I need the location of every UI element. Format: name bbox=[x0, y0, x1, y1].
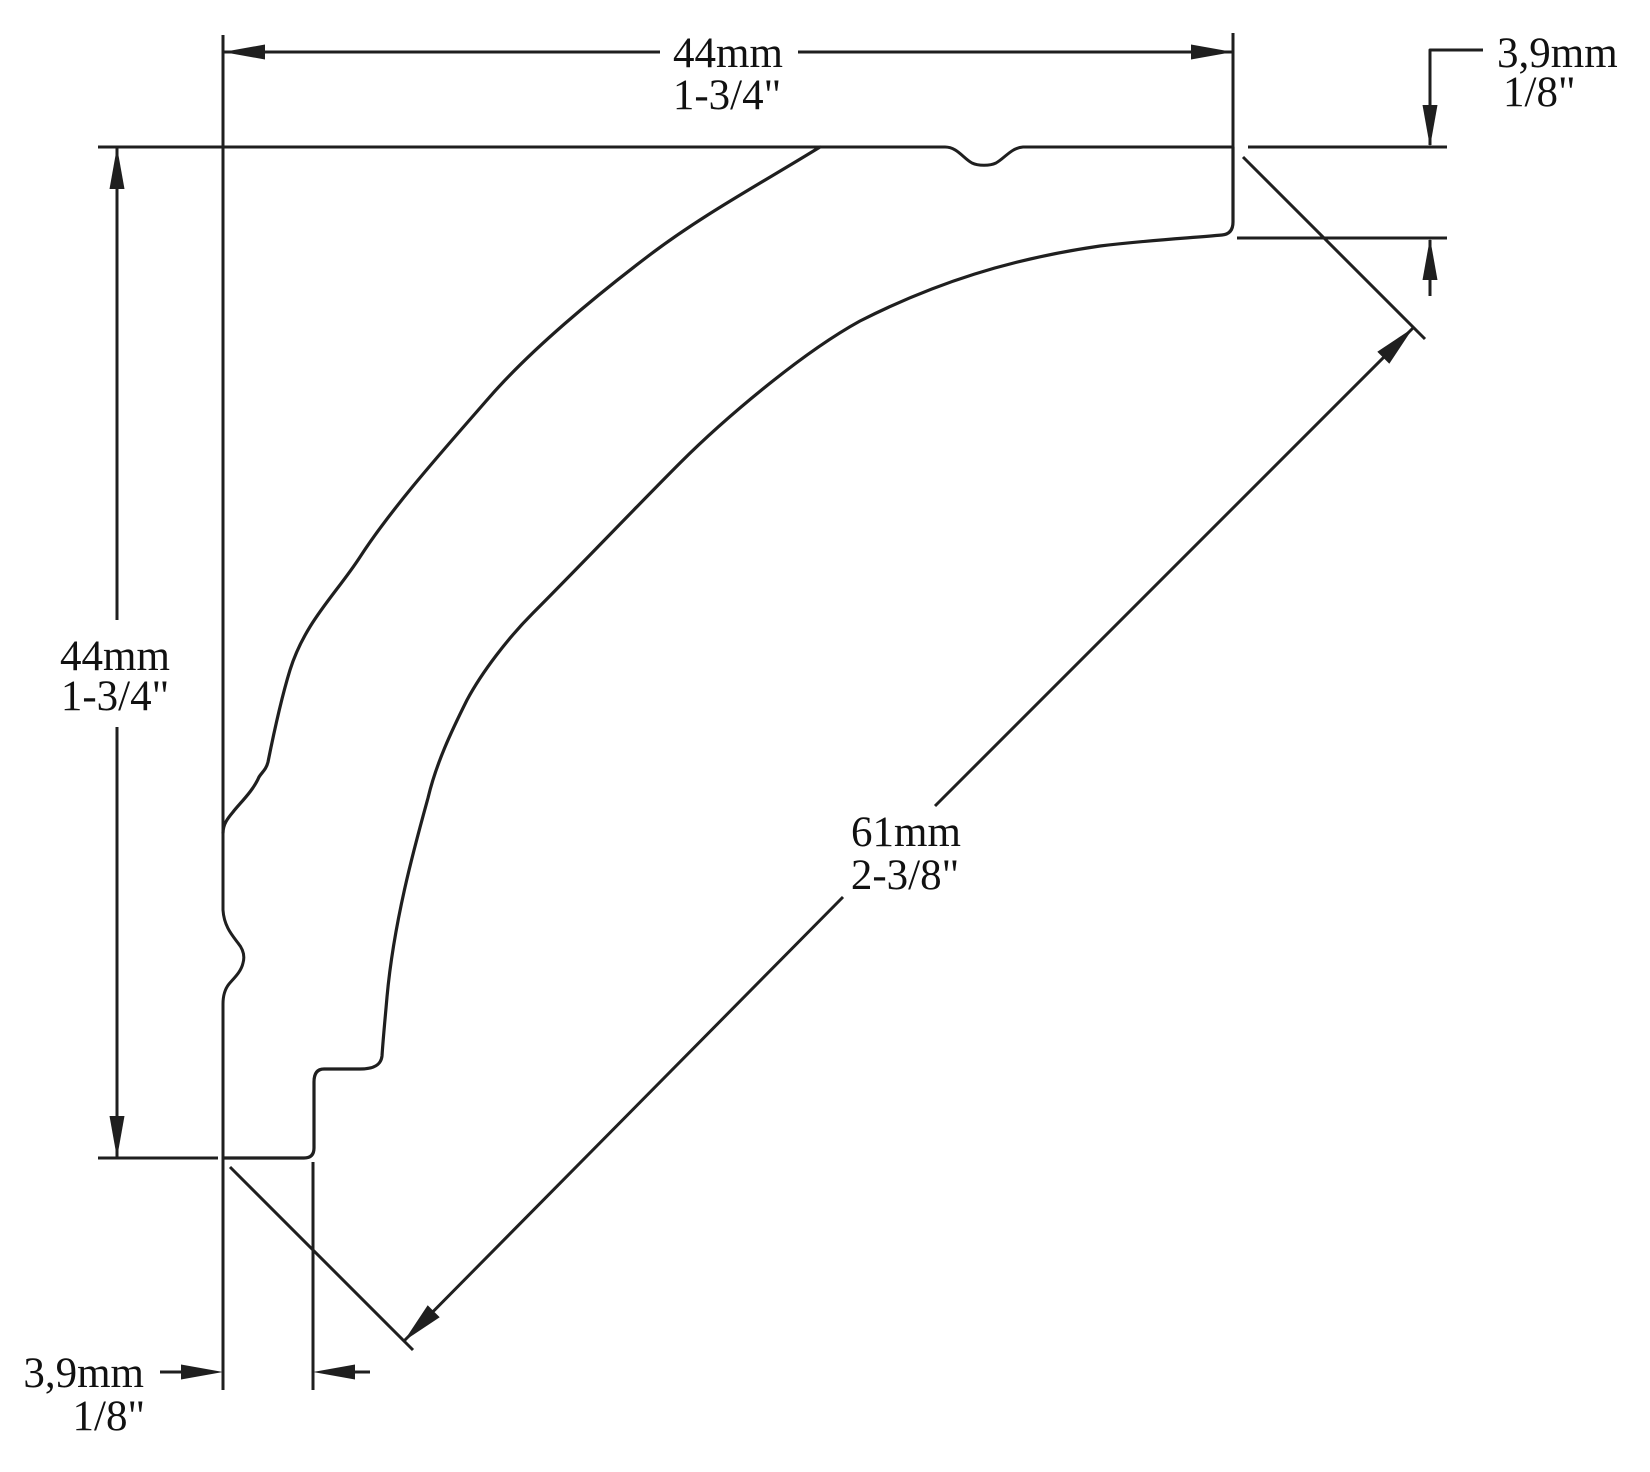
right-dim-down-arrow-icon bbox=[1422, 105, 1438, 147]
top-dim-right-arrow-icon bbox=[1191, 44, 1233, 60]
left-dim-bottom-arrow-icon bbox=[109, 1116, 125, 1158]
wall-line bbox=[221, 35, 246, 1390]
top-width-metric-label: 44mm bbox=[673, 30, 783, 77]
top-width-imperial-label: 1-3/4" bbox=[673, 72, 781, 119]
left-height-imperial-label: 1-3/4" bbox=[61, 673, 169, 720]
right-thickness-metric-label: 3,9mm bbox=[1497, 30, 1618, 77]
ceiling-line-with-notch bbox=[98, 145, 1232, 167]
molding-back-curve bbox=[221, 145, 822, 835]
bottom-thickness-metric-label: 3,9mm bbox=[23, 1350, 144, 1397]
cove-face-metric-label: 61mm bbox=[851, 809, 961, 856]
bottom-dim-left-pointing-arrow-icon bbox=[313, 1364, 355, 1380]
bottom-thickness-imperial-label: 1/8" bbox=[73, 1393, 146, 1440]
right-thickness-imperial-label: 1/8" bbox=[1503, 69, 1576, 116]
diagonal-dim-line-upper-segment bbox=[933, 326, 1415, 808]
bottom-dim-right-pointing-arrow-icon bbox=[181, 1364, 223, 1380]
molding-cove-face bbox=[222, 145, 1235, 1160]
diagonal-dim-top-extension-line bbox=[1241, 155, 1427, 341]
right-dim-leader-line bbox=[1428, 48, 1483, 145]
diagonal-dim-lower-arrow-icon bbox=[404, 1305, 440, 1341]
diagonal-dim-upper-arrow-icon bbox=[1377, 328, 1413, 364]
left-height-metric-label: 44mm bbox=[60, 633, 170, 680]
top-dim-left-arrow-icon bbox=[223, 44, 265, 60]
left-dim-top-arrow-icon bbox=[109, 147, 125, 189]
cove-face-imperial-label: 2-3/8" bbox=[851, 852, 959, 899]
right-dim-up-arrow-icon bbox=[1422, 238, 1438, 280]
diagonal-dim-bottom-extension-line bbox=[228, 1165, 415, 1352]
diagonal-dim-line-lower-segment bbox=[402, 895, 845, 1343]
